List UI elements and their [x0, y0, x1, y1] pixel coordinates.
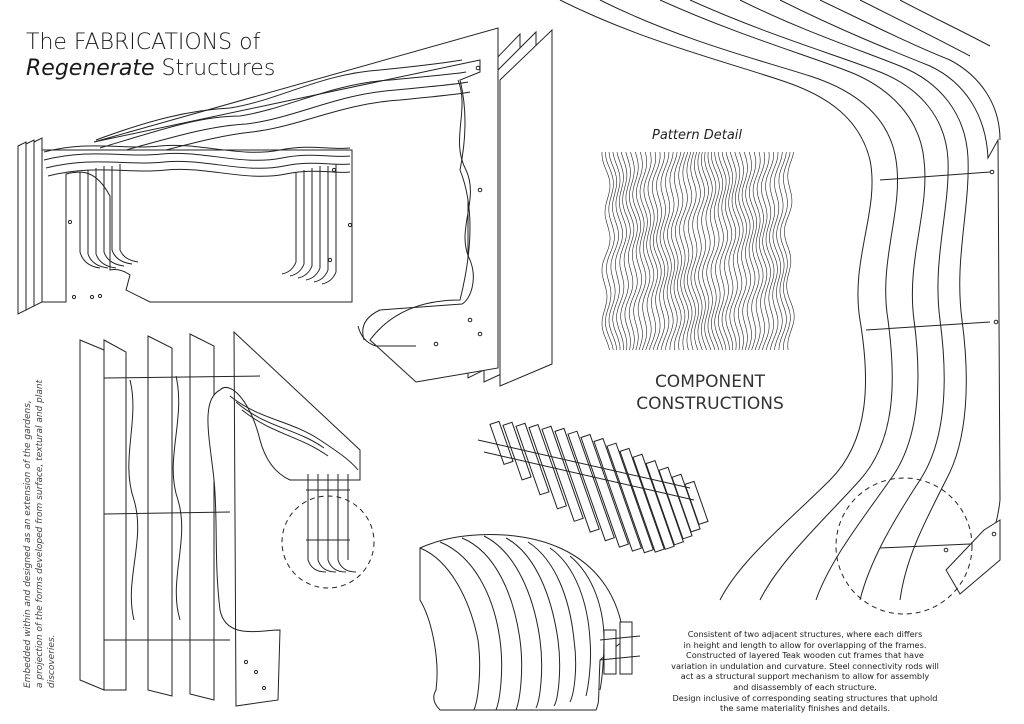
heading-line-1: COMPONENT [654, 372, 766, 392]
pattern-wave-line [729, 151, 740, 351]
seat-slat [606, 442, 654, 554]
pattern-wave-line [690, 151, 701, 351]
pattern-wave-line [694, 151, 705, 351]
seat-slat [580, 433, 630, 548]
pattern-wave-line [714, 151, 724, 351]
pattern-wave-line [772, 151, 783, 351]
seat-slat [489, 420, 514, 466]
pattern-wave-line [749, 151, 760, 351]
pattern-wave-line [737, 151, 747, 351]
pattern-wave-line [651, 151, 662, 351]
pattern-wave-line [635, 151, 647, 351]
pattern-wave-line [721, 151, 733, 351]
pattern-wave-line [752, 151, 764, 351]
pattern-wave-line [624, 151, 635, 351]
seat-slat [658, 466, 693, 540]
overlapping-structures-drawing [17, 27, 553, 387]
pattern-wave-line [639, 151, 651, 351]
seat-rod [483, 451, 695, 501]
seat-slat [541, 425, 584, 522]
pattern-wave-line [745, 151, 756, 351]
description-line: Constructed of layered Teak wooden cut f… [686, 650, 924, 661]
seat-slat [593, 437, 643, 552]
pattern-wave-line [675, 151, 686, 351]
curved-fin-component [419, 534, 641, 711]
pattern-wave-line [670, 151, 682, 351]
description-line: act as a structural support mechanism to… [680, 671, 930, 682]
pattern-wave-line [620, 151, 631, 351]
heading-line-2: CONSTRUCTIONS [636, 394, 784, 414]
pattern-wave-line [717, 151, 729, 351]
page-title: The FABRICATIONS of Regenerate Structure… [26, 30, 275, 82]
seat-slat [502, 421, 532, 481]
seat-slat [684, 480, 709, 526]
pattern-wave-line [698, 151, 709, 351]
pattern-wave-line [616, 151, 627, 351]
pattern-wave-line [733, 151, 744, 351]
pattern-wave-line [667, 151, 678, 351]
component-constructions-heading: COMPONENT CONSTRUCTIONS [620, 371, 800, 415]
large-curved-structure [559, 0, 1001, 615]
side-caption-line-2: a projection of the forms developed from… [35, 379, 57, 688]
seat-slat [671, 473, 701, 533]
pattern-wave-line [628, 151, 638, 351]
pattern-wave-line [769, 151, 779, 351]
title-italic-word: Regenerate [26, 56, 155, 81]
side-caption: Embedded within and designed as an exten… [22, 348, 58, 688]
description-line: the same materiality finishes and detail… [720, 703, 890, 714]
pattern-wave-line [679, 151, 689, 351]
pattern-wave-line [710, 151, 720, 351]
seat-slat [554, 427, 600, 533]
seat-slat [645, 459, 685, 546]
pattern-wave-line [756, 151, 768, 351]
pattern-wave-line [601, 152, 611, 351]
title-line-1: The FABRICATIONS of [26, 30, 261, 55]
description-line: in height and length to allow for overla… [683, 639, 927, 650]
pattern-wave-line [659, 151, 670, 351]
pattern-wave-line [760, 151, 771, 351]
pattern-wave-line [776, 151, 787, 351]
slat-seat-component [477, 420, 709, 554]
pattern-wave-line [608, 151, 619, 351]
pattern-wave-line [780, 151, 791, 350]
seat-slat [567, 430, 615, 542]
description-line: and disassembly of each structure. [733, 681, 877, 692]
pattern-detail-label: Pattern Detail [652, 128, 743, 143]
pattern-wave-line [656, 151, 665, 351]
pattern-wave-line [605, 151, 615, 351]
pattern-wave-line [765, 151, 775, 351]
pattern-detail-drawing [601, 151, 795, 351]
pattern-wave-line [643, 151, 655, 351]
side-caption-line-1: Embedded within and designed as an exten… [23, 400, 33, 688]
pattern-wave-line [647, 151, 658, 351]
description-text: Consistent of two adjacent structures, w… [640, 629, 970, 714]
pattern-wave-line [683, 151, 693, 351]
pattern-wave-line [702, 151, 713, 351]
pattern-wave-line [687, 151, 697, 351]
seat-slat [515, 422, 550, 496]
pattern-wave-line [632, 151, 642, 351]
title-rest: Structures [154, 56, 276, 81]
pattern-wave-line [741, 151, 751, 351]
description-line: variation in undulation and curvature. S… [671, 660, 939, 671]
description-line: Consistent of two adjacent structures, w… [687, 629, 923, 639]
pattern-wave-line [663, 151, 674, 351]
seat-rod [477, 439, 691, 489]
pattern-wave-line [784, 151, 795, 351]
description-line: Design inclusive of corresponding seatin… [672, 692, 938, 703]
pattern-wave-line [725, 151, 737, 350]
title-line-2: Regenerate Structures [26, 56, 275, 82]
pattern-wave-line [706, 151, 717, 351]
frame-assembly-drawing [79, 330, 375, 707]
pattern-wave-line [612, 151, 624, 350]
seat-slat [632, 453, 675, 550]
